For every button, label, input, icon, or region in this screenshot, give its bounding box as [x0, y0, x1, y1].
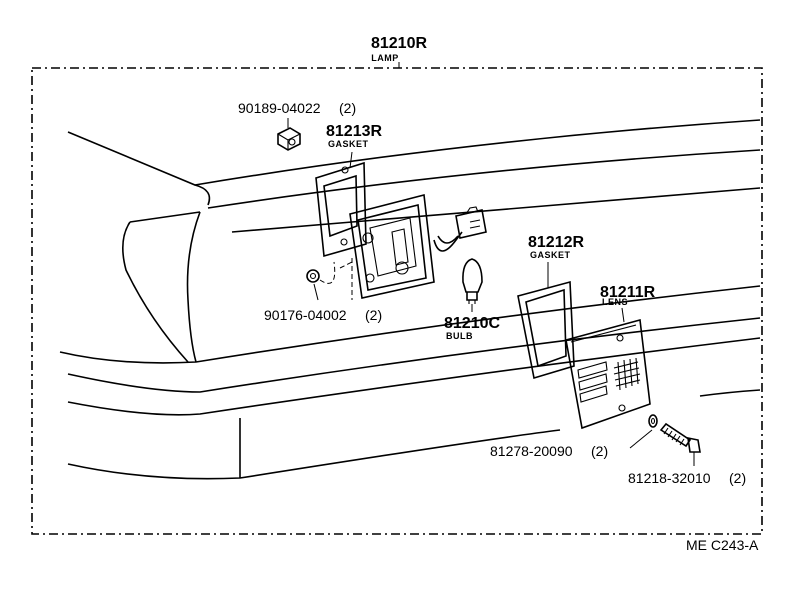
- lamp-housing-81210R: [349, 193, 487, 299]
- part-name: LAMP: [371, 53, 399, 63]
- part-number: 81218-32010: [628, 470, 711, 486]
- part-label-bulb: 81210C BULB: [444, 315, 500, 341]
- part-label-lamp: 81210R LAMP: [371, 35, 427, 63]
- part-qty: (2): [365, 307, 382, 323]
- part-number: 81212R: [528, 234, 584, 251]
- part-number: 81210C: [444, 315, 500, 332]
- part-name: LENS: [602, 297, 628, 307]
- part-qty: (2): [591, 443, 608, 459]
- leader-lines: [287, 62, 695, 466]
- part-number: 81210R: [371, 35, 427, 52]
- part-number: 81213R: [326, 123, 382, 140]
- vehicle-body-outline: [59, 119, 761, 480]
- lamp-assembly-boundary: [31, 67, 763, 535]
- part-label-gasket-top: 81213R GASKET: [326, 123, 382, 149]
- part-label-gasket-lens: 81212R GASKET: [528, 234, 584, 260]
- lens-81211R: [565, 318, 651, 430]
- part-label-nut: 90189-04022 (2): [238, 100, 356, 116]
- part-qty: (2): [339, 100, 356, 116]
- part-number: 90189-04022: [238, 100, 321, 116]
- screw-81218-32010: [659, 422, 701, 453]
- part-qty: (2): [729, 470, 746, 486]
- washer-81278-20090: [648, 414, 658, 428]
- part-label-washer: 81278-20090 (2): [490, 443, 608, 459]
- part-number: 90176-04002: [264, 307, 347, 323]
- nut-90189-04022: [277, 127, 301, 151]
- part-number: 81211R: [600, 284, 656, 301]
- diagram-code: ME C243-A: [686, 537, 759, 553]
- gasket-81212R: [517, 280, 575, 380]
- part-name: GASKET: [328, 139, 369, 149]
- gasket-81213R: [315, 161, 367, 258]
- part-name: GASKET: [530, 250, 571, 260]
- part-number: 81278-20090: [490, 443, 573, 459]
- clip-90176-04002: [306, 258, 353, 300]
- part-name: BULB: [446, 331, 473, 341]
- part-label-screw: 81218-32010 (2): [628, 470, 746, 486]
- part-label-clip: 90176-04002 (2): [264, 307, 382, 323]
- part-label-lens: 81211R LENS: [600, 284, 656, 307]
- bulb-81210C: [462, 258, 483, 304]
